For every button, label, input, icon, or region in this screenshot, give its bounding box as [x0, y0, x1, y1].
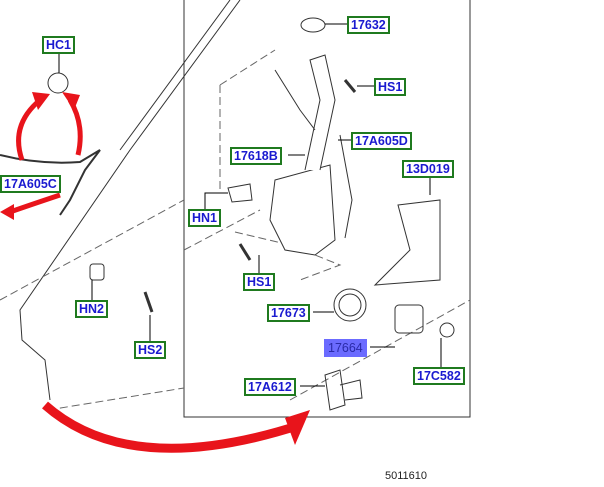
callout-17664-selected[interactable]: 17664 — [324, 339, 367, 357]
shield — [373, 199, 441, 286]
figure-number: 5011610 — [385, 470, 428, 482]
callout-hs1-top[interactable]: HS1 — [374, 78, 407, 96]
nut-hn2 — [89, 263, 105, 281]
callout-hc1[interactable]: HC1 — [42, 36, 76, 54]
washer-pump — [394, 304, 424, 334]
screw-hs2 — [143, 291, 154, 313]
callout-17a605d[interactable]: 17A605D — [351, 132, 412, 150]
horn — [47, 72, 69, 94]
callout-hs2[interactable]: HS2 — [134, 341, 167, 359]
callout-17673[interactable]: 17673 — [267, 304, 310, 322]
callout-hs1-bottom[interactable]: HS1 — [243, 273, 276, 291]
screw-hs1-top — [343, 79, 357, 93]
callout-17618b[interactable]: 17618B — [230, 147, 282, 165]
filler-cap — [300, 17, 326, 33]
callout-hn1[interactable]: HN1 — [188, 209, 222, 227]
callout-17a605c[interactable]: 17A605C — [0, 175, 61, 193]
callout-17632[interactable]: 17632 — [347, 16, 390, 34]
detail-frame — [183, 0, 471, 418]
nut-hn1 — [227, 183, 253, 203]
body-panel-outline — [19, 0, 241, 401]
washer-reservoir — [269, 54, 353, 256]
leader-lines — [58, 23, 442, 387]
callout-17a612[interactable]: 17A612 — [244, 378, 296, 396]
callout-13d019[interactable]: 13D019 — [402, 160, 454, 178]
callout-17c582[interactable]: 17C582 — [413, 367, 465, 385]
callout-hn2[interactable]: HN2 — [75, 300, 109, 318]
screw-hs1-lower — [238, 243, 252, 261]
seal — [439, 322, 455, 338]
grommet — [333, 288, 367, 322]
dashed-guide-lines — [0, 49, 471, 411]
pump-connector — [324, 369, 363, 411]
